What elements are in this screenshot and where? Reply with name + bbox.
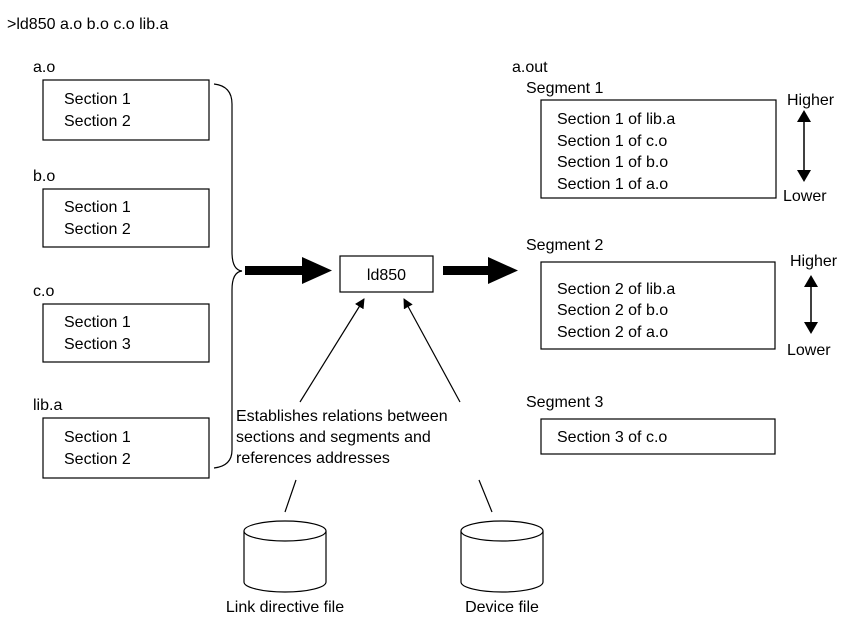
segment-label: Segment 1	[526, 80, 603, 97]
note-line: sections and segments and	[236, 429, 431, 446]
note-line: Establishes relations between	[236, 408, 448, 425]
down-arrow-icon	[804, 322, 818, 334]
input-file-box	[42, 188, 210, 248]
input-file-label: b.o	[33, 168, 55, 185]
up-arrow-icon	[804, 275, 818, 287]
command-line: >ld850 a.o b.o c.o lib.a	[7, 16, 169, 33]
input-to-linker-arrow	[245, 257, 332, 284]
up-arrow-icon	[797, 110, 811, 122]
higher-label: Higher	[787, 92, 835, 109]
segment-2: Segment 2 Section 2 of lib.a Section 2 o…	[526, 237, 776, 350]
segment-box	[540, 99, 777, 199]
file-label: Device file	[465, 599, 539, 616]
input-section: Section 2	[64, 451, 131, 468]
segment-section: Section 1 of b.o	[557, 154, 668, 171]
higher-label: Higher	[790, 253, 838, 270]
input-file-b-o: b.o Section 1 Section 2	[33, 168, 210, 248]
note-line: references addresses	[236, 450, 390, 467]
input-file-lib-a: lib.a Section 1 Section 2	[33, 397, 210, 479]
input-section: Section 1	[64, 429, 131, 446]
segment-section: Section 3 of c.o	[557, 429, 667, 446]
segment-box	[540, 418, 776, 455]
down-arrow-icon	[797, 170, 811, 182]
segment-3: Segment 3 Section 3 of c.o	[526, 394, 776, 455]
order-indicator-segment-2: Higher Lower	[787, 253, 838, 359]
input-brace	[213, 83, 243, 469]
note-pointer-arrow	[299, 298, 365, 403]
segment-section: Section 1 of lib.a	[557, 111, 675, 128]
input-section: Section 1	[64, 91, 131, 108]
database-icon	[243, 520, 327, 593]
link-directive-file: Link directive file	[226, 520, 344, 616]
database-icon	[460, 520, 544, 593]
file-label: Link directive file	[226, 599, 344, 616]
input-file-label: a.o	[33, 59, 55, 76]
segment-box	[540, 261, 776, 350]
note-pointer-arrow	[403, 298, 461, 403]
output-file-label: a.out	[512, 59, 548, 76]
segment-1: Segment 1 Section 1 of lib.a Section 1 o…	[526, 80, 777, 199]
lower-label: Lower	[783, 188, 827, 205]
input-file-box	[42, 303, 210, 363]
input-section: Section 2	[64, 221, 131, 238]
segment-section: Section 1 of c.o	[557, 133, 667, 150]
input-section: Section 2	[64, 113, 131, 130]
order-indicator-segment-1: Higher Lower	[783, 92, 835, 205]
segment-label: Segment 3	[526, 394, 603, 411]
input-file-box	[42, 417, 210, 479]
input-file-a-o: a.o Section 1 Section 2	[33, 59, 210, 141]
input-section: Section 1	[64, 314, 131, 331]
segment-section: Section 1 of a.o	[557, 176, 668, 193]
lower-label: Lower	[787, 342, 831, 359]
input-file-c-o: c.o Section 1 Section 3	[33, 283, 210, 363]
input-file-label: lib.a	[33, 397, 62, 414]
input-section: Section 1	[64, 199, 131, 216]
linker-to-output-arrow	[443, 257, 518, 284]
connector-line	[284, 479, 297, 513]
input-section: Section 3	[64, 336, 131, 353]
segment-section: Section 2 of lib.a	[557, 281, 675, 298]
input-file-label: c.o	[33, 283, 54, 300]
segment-section: Section 2 of b.o	[557, 302, 668, 319]
segment-label: Segment 2	[526, 237, 603, 254]
input-file-box	[42, 79, 210, 141]
linker-box: ld850	[339, 255, 434, 293]
connector-line	[478, 479, 493, 513]
linker-label: ld850	[367, 267, 406, 284]
segment-section: Section 2 of a.o	[557, 324, 668, 341]
device-file: Device file	[460, 520, 544, 616]
